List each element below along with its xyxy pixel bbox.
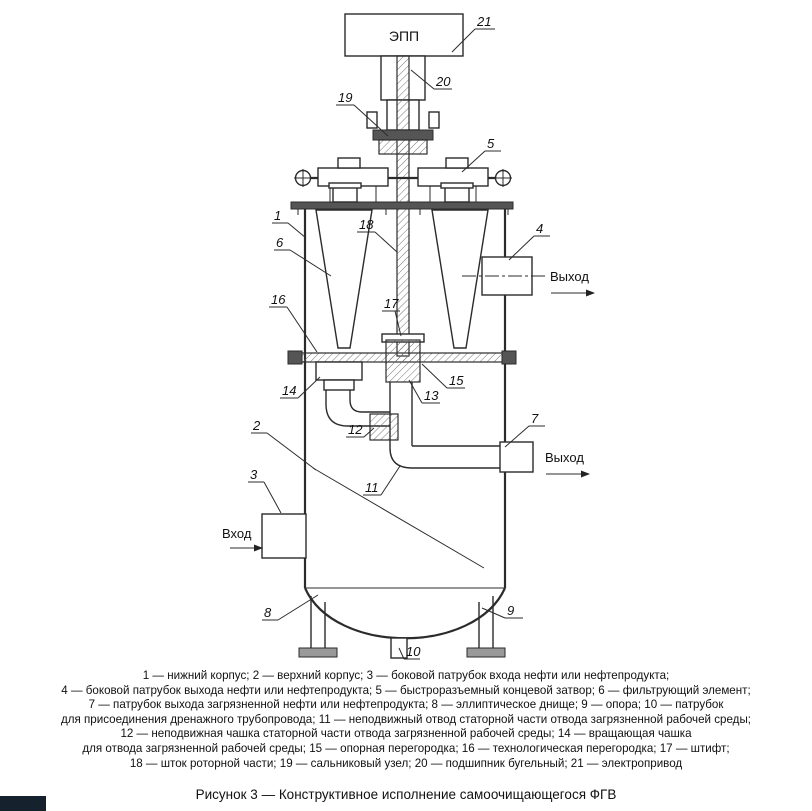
svg-text:19: 19 (338, 90, 352, 105)
technical-drawing: ЭПП (222, 13, 595, 660)
electric-drive: ЭПП (344, 13, 464, 57)
svg-text:6: 6 (276, 235, 284, 250)
svg-text:5: 5 (487, 136, 495, 151)
svg-text:11: 11 (365, 480, 379, 495)
rotary-joint (381, 333, 425, 383)
outlet-nozzle-top (462, 256, 548, 296)
filter-element-right (431, 182, 489, 349)
legend-line: 7 — патрубок выхода загрязненной нефти и… (88, 698, 724, 712)
handwheel-right (494, 169, 512, 187)
callout-5: 5 (461, 136, 501, 173)
callout-15: 15 (421, 363, 465, 389)
svg-text:20: 20 (435, 74, 451, 89)
callout-7: 7 (504, 411, 545, 448)
legend-line: 18 — шток роторной части; 19 — сальников… (129, 756, 683, 770)
outlet-mid-label: Выход (545, 450, 584, 465)
svg-text:15: 15 (449, 373, 464, 388)
svg-text:17: 17 (384, 296, 399, 311)
legend-line: 12 — неподвижная чашка статорной части о… (120, 727, 692, 741)
callout-17: 17 (382, 296, 402, 337)
svg-text:4: 4 (536, 221, 543, 236)
inlet-flow: Вход (222, 526, 263, 552)
stuffing-box (372, 129, 434, 155)
support-legs (298, 596, 506, 658)
internal-seam (312, 467, 485, 569)
drain-piping (369, 382, 534, 473)
callout-12: 12 (346, 422, 375, 438)
callout-20: 20 (410, 69, 452, 90)
legend-line: 1 — нижний корпус; 2 — верхний корпус; 3… (142, 669, 670, 682)
rotating-cup (315, 361, 390, 427)
outlet-flow-top: Выход (550, 269, 595, 297)
callout-9: 9 (481, 603, 523, 619)
svg-text:9: 9 (507, 603, 514, 618)
svg-text:8: 8 (264, 605, 272, 620)
callout-19: 19 (336, 90, 389, 137)
legend-line: для присоединения дренажного трубопровод… (60, 712, 752, 726)
callout-13: 13 (408, 379, 440, 404)
svg-text:10: 10 (406, 644, 421, 659)
callout-14: 14 (280, 376, 321, 399)
svg-text:14: 14 (282, 383, 296, 398)
outlet-flow-mid: Выход (545, 450, 590, 478)
bottom-head (303, 587, 507, 640)
legend-line: 4 — боковой патрубок выхода нефти или не… (61, 683, 751, 697)
svg-text:12: 12 (348, 422, 363, 437)
callout-3: 3 (248, 467, 282, 514)
legend: 1 — нижний корпус; 2 — верхний корпус; 3… (0, 669, 812, 771)
legend-line: для отвода загрязненной рабочей среды; 1… (82, 741, 730, 755)
svg-text:2: 2 (252, 418, 261, 433)
svg-text:18: 18 (359, 217, 374, 232)
svg-text:3: 3 (250, 467, 258, 482)
inlet-nozzle (261, 513, 307, 559)
end-closure (294, 157, 512, 202)
callout-21: 21 (451, 14, 495, 53)
motor-label: ЭПП (389, 28, 419, 44)
bottom-left-artifact (0, 796, 46, 811)
callout-6: 6 (274, 235, 332, 277)
figure-caption: Рисунок 3 — Конструктивное исполнение са… (195, 787, 617, 803)
svg-text:1: 1 (274, 208, 281, 223)
callout-18: 18 (357, 217, 398, 253)
handwheel-left (294, 169, 312, 187)
callout-2: 2 (251, 418, 317, 471)
filter-element-left (315, 182, 373, 349)
callout-4: 4 (508, 221, 550, 261)
outlet-top-label: Выход (550, 269, 589, 284)
callout-8: 8 (262, 594, 319, 621)
callout-10: 10 (398, 644, 421, 660)
svg-text:16: 16 (271, 292, 286, 307)
callout-11: 11 (363, 465, 401, 496)
svg-text:7: 7 (531, 411, 539, 426)
callout-1: 1 (272, 208, 307, 239)
callout-16: 16 (269, 292, 318, 353)
svg-text:21: 21 (476, 14, 491, 29)
inlet-label: Вход (222, 526, 252, 541)
svg-text:13: 13 (424, 388, 439, 403)
